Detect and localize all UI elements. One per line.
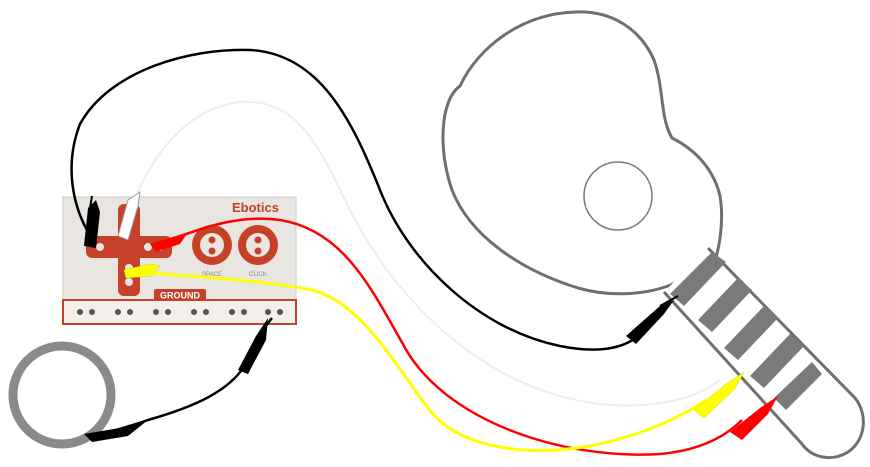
red-clip-guitar bbox=[730, 396, 778, 440]
yellow-clip-board bbox=[123, 263, 161, 279]
makey-board: SPACE CLICK Ebotics GROUND bbox=[62, 196, 297, 325]
black-clip-guitar bbox=[626, 295, 679, 344]
guitar-fret bbox=[670, 252, 726, 306]
red-clip-board bbox=[150, 232, 188, 252]
guitar-fret bbox=[698, 278, 752, 332]
brand-logo: Ebotics bbox=[232, 200, 279, 215]
black-wire bbox=[70, 48, 641, 351]
space-label: SPACE bbox=[202, 272, 222, 278]
ground-label-badge bbox=[154, 289, 206, 301]
click-pad bbox=[238, 225, 278, 265]
white-clip-board bbox=[117, 190, 141, 241]
guitar bbox=[441, 10, 865, 460]
guitar-body-outline bbox=[441, 10, 724, 296]
black-clip-ground bbox=[238, 318, 268, 374]
yellow-wire bbox=[131, 270, 707, 452]
arrow-center bbox=[118, 236, 140, 258]
guitar-frets bbox=[670, 252, 822, 410]
arrow-right-hole bbox=[144, 243, 152, 251]
black-clip-ring bbox=[84, 420, 148, 442]
arrow-down-hole bbox=[125, 278, 133, 286]
space-pad bbox=[192, 225, 232, 265]
ground-label: GROUND bbox=[160, 291, 200, 301]
arrow-left-hole bbox=[96, 243, 104, 251]
conductive-ring bbox=[8, 341, 116, 449]
guitar-sound-hole bbox=[583, 161, 653, 231]
guitar-neck-outline bbox=[662, 246, 865, 460]
yellow-clip-guitar bbox=[693, 371, 745, 419]
red-wire bbox=[165, 217, 743, 456]
white-wire bbox=[125, 100, 721, 407]
guitar-fret bbox=[724, 306, 778, 360]
ground-holes bbox=[77, 309, 283, 315]
black-clip-board bbox=[84, 195, 100, 248]
click-label: CLICK bbox=[249, 272, 267, 278]
ground-strip bbox=[62, 299, 297, 325]
guitar-fret bbox=[774, 362, 822, 410]
guitar-fret bbox=[750, 334, 804, 388]
ground-wire bbox=[89, 317, 273, 438]
